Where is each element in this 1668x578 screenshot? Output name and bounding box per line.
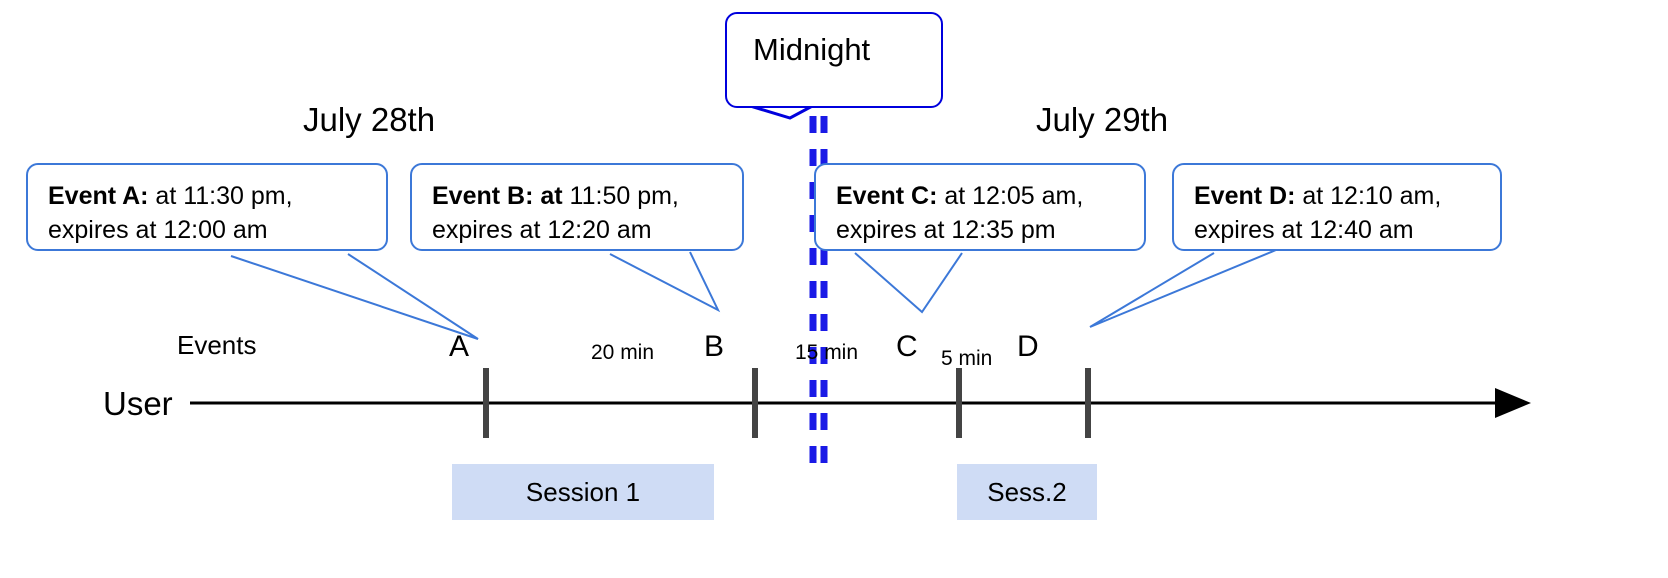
session-box-2: Sess.2 [957, 464, 1097, 520]
callout-event-a-line1: Event A: at 11:30 pm, [48, 179, 370, 213]
gap-label-a-b: 20 min [591, 341, 655, 364]
callout-a-leader [230, 253, 479, 340]
session-box-1: Session 1 [452, 464, 714, 520]
callout-event-d-title: Event D: [1194, 182, 1296, 210]
callout-event-d: Event D: at 12:10 am, expires at 12:40 a… [1172, 163, 1502, 251]
callout-event-b-line1: Event B: at 11:50 pm, [432, 179, 726, 213]
callout-event-b-title-extra: at [533, 182, 563, 210]
callout-event-c-title: Event C: [836, 182, 938, 210]
callout-event-c: Event C: at 12:05 am, expires at 12:35 p… [814, 163, 1146, 251]
callout-event-b: Event B: at 11:50 pm, expires at 12:20 a… [410, 163, 744, 251]
user-row-label: User [103, 385, 173, 422]
gap-label-c-d: 5 min [941, 347, 993, 370]
callout-b-leader [609, 251, 721, 313]
callout-event-c-text1: at 12:05 am, [937, 182, 1084, 210]
midnight-label: Midnight [753, 32, 871, 67]
event-letter-b: B [704, 330, 725, 363]
day-label-july-28: July 28th [303, 101, 436, 138]
gap-label-b-c: 15 min [795, 341, 859, 364]
callout-event-c-line1: Event C: at 12:05 am, [836, 179, 1128, 213]
callout-event-a: Event A: at 11:30 pm, expires at 12:00 a… [26, 163, 388, 251]
callout-event-a-text1: at 11:30 pm, [148, 182, 293, 210]
event-letter-a: A [449, 330, 470, 363]
callout-event-d-line1: Event D: at 12:10 am, [1194, 179, 1484, 213]
events-row-label: Events [177, 330, 257, 360]
callout-event-b-text1: 11:50 pm, [562, 182, 679, 210]
callout-event-a-title: Event A: [48, 182, 149, 210]
midnight-callout: Midnight [725, 12, 943, 108]
midnight-callout-tail [749, 101, 819, 120]
session-box-1-label: Session 1 [525, 476, 641, 507]
day-label-july-29: July 29th [1036, 101, 1169, 138]
session-box-2-label: Sess.2 [987, 476, 1067, 507]
callout-event-d-text1: at 12:10 am, [1295, 182, 1442, 210]
callout-event-a-line2: expires at 12:00 am [48, 216, 268, 244]
event-letter-c: C [896, 330, 918, 363]
callout-c-leader [854, 252, 963, 314]
callout-event-c-line2: expires at 12:35 pm [836, 216, 1056, 244]
callout-event-b-line2: expires at 12:20 am [432, 216, 652, 244]
callout-event-b-title: Event B: [432, 182, 534, 210]
callout-d-leader [1089, 249, 1277, 328]
callout-event-d-line2: expires at 12:40 am [1194, 216, 1414, 244]
event-letter-d: D [1017, 330, 1039, 363]
